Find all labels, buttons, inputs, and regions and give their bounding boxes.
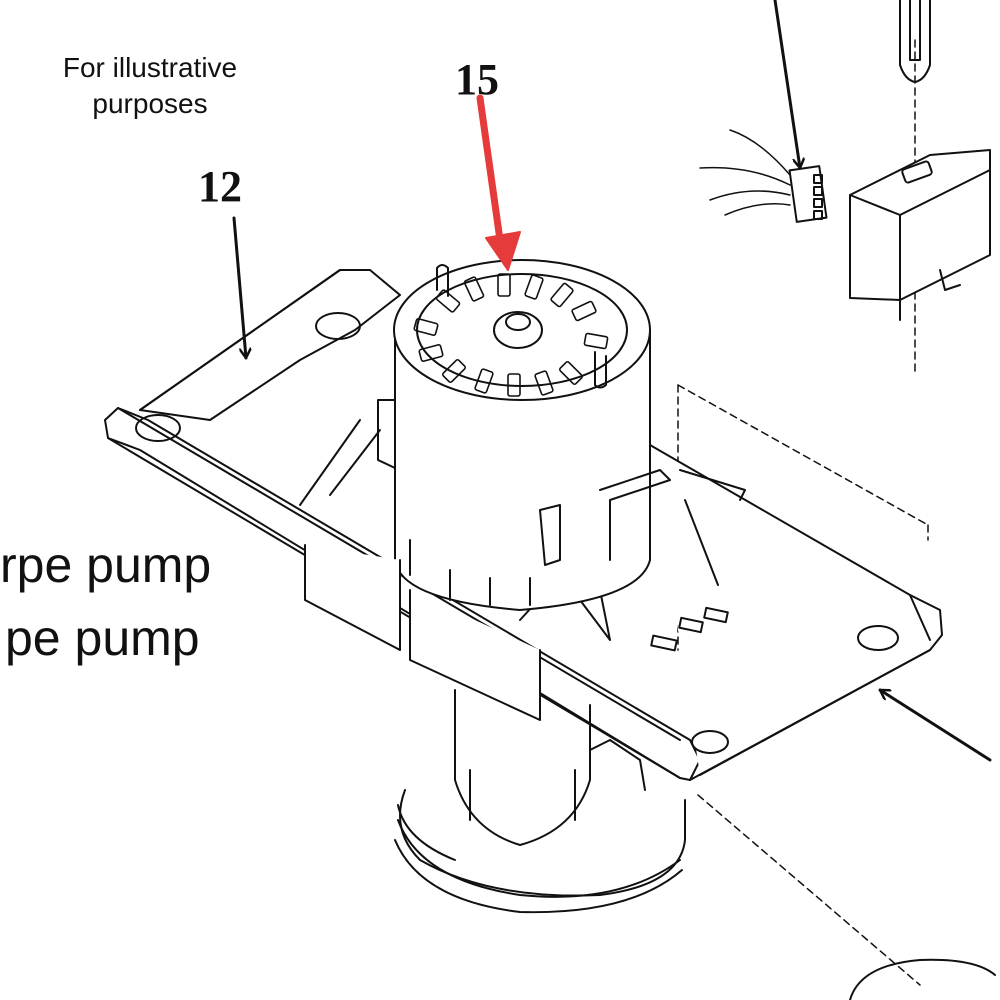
pump-motor [377,259,671,611]
motor-vent-slots [413,273,609,397]
control-box [849,0,991,321]
mounting-bracket [104,269,943,781]
callout-12-leader-arrow [232,216,246,360]
note-line-1: For illustrative [62,52,238,83]
bracket-leader-arrow [878,688,992,762]
pump-volute [304,544,686,914]
note-line-2: purposes [92,88,208,119]
callout-12: 12 [198,162,242,211]
illustrative-note: For illustrative purposes [20,50,280,122]
callout-15: 15 [455,55,499,104]
connector-leader-arrow [773,0,800,170]
partial-disc [849,958,996,1000]
partial-label-1: rpe pump [0,537,212,593]
wire-connector [699,129,828,223]
partial-label-2: pe pump [5,610,200,666]
callout-15-red-arrow [476,94,521,271]
